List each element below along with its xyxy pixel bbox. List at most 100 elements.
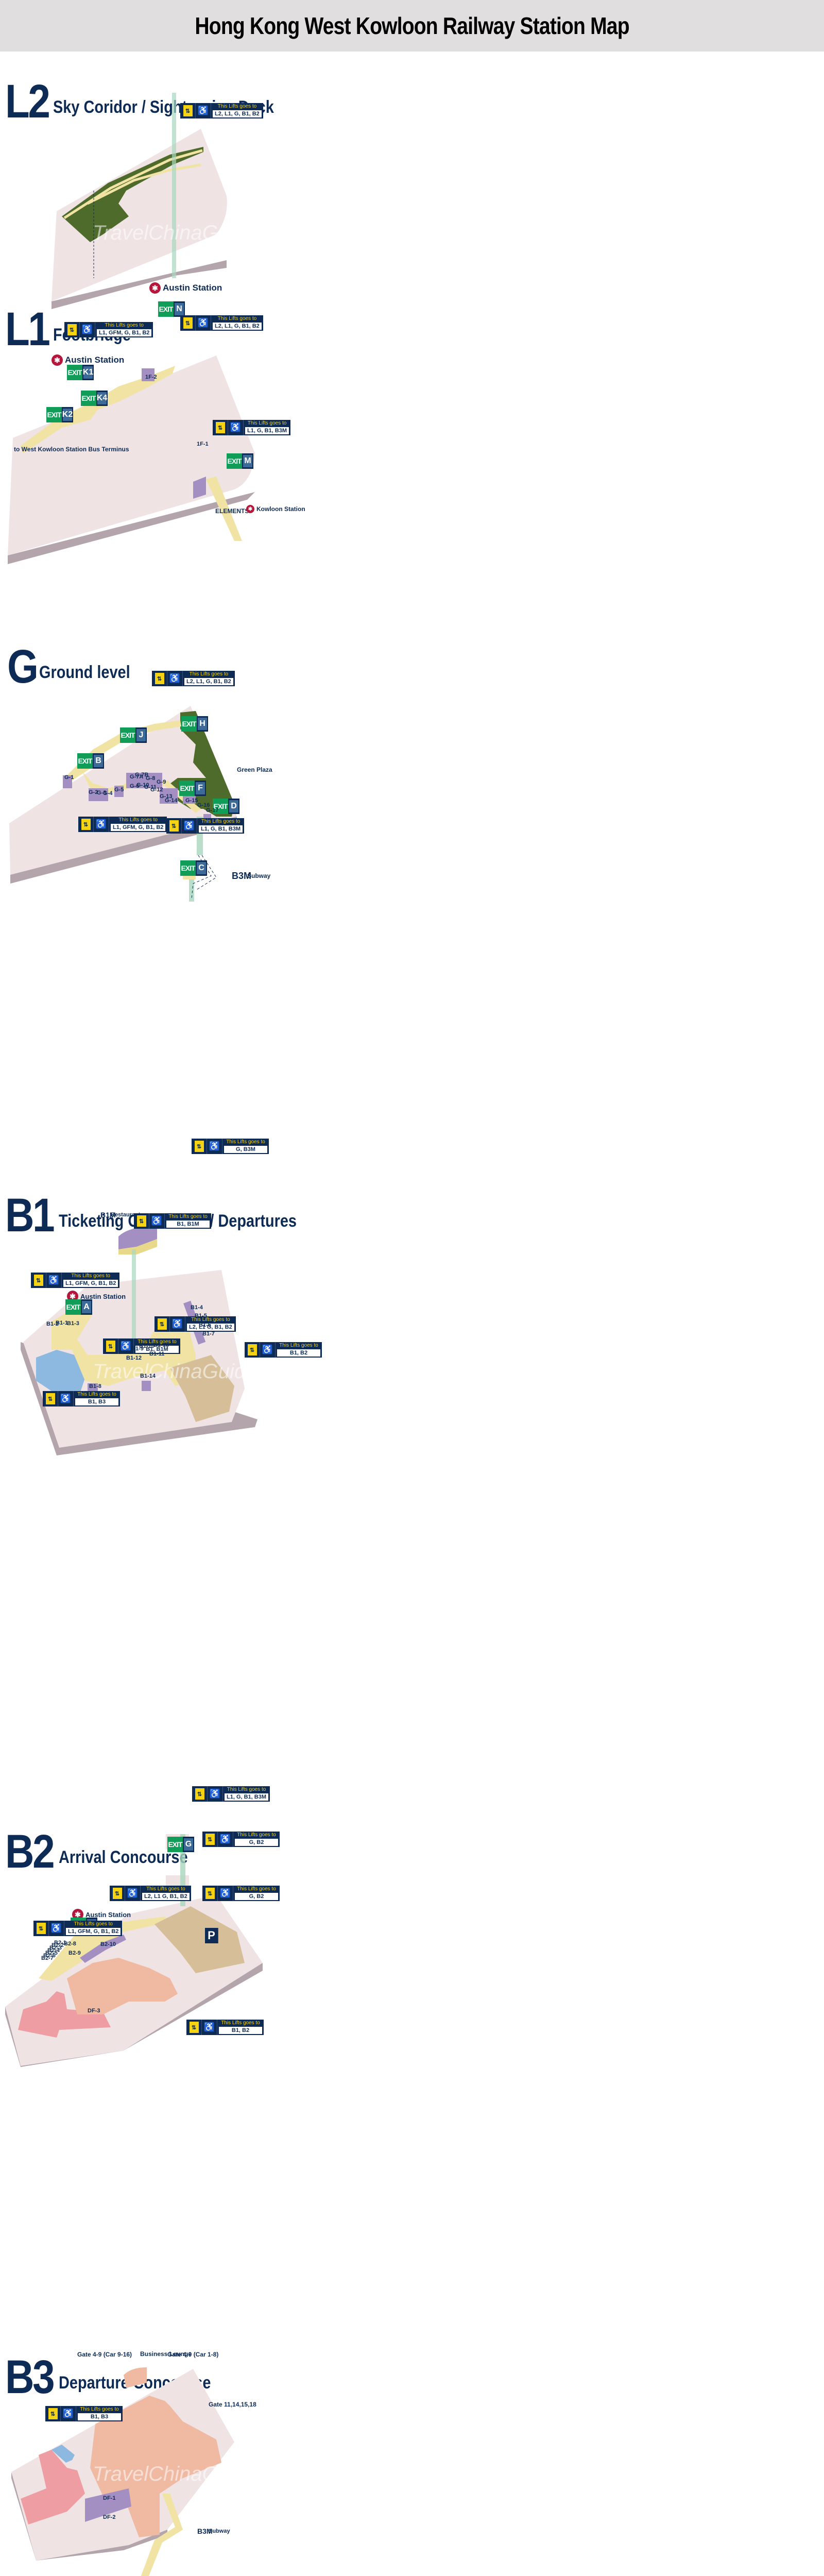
shop-b1-14 xyxy=(142,1381,151,1391)
wheelchair-icon: ♿ xyxy=(46,1273,62,1288)
g-floor-plan xyxy=(9,706,237,902)
lift-icon: ⇅ xyxy=(186,2020,202,2035)
l2-floor-plan xyxy=(52,93,227,309)
shop-label: B1-14 xyxy=(140,1373,156,1379)
lift-icon: ⇅ xyxy=(180,103,196,118)
shop-g-13-14 xyxy=(160,788,178,804)
wheelchair-icon: ♿ xyxy=(125,1886,141,1901)
shop-1f-1 xyxy=(193,477,206,499)
title-bar: Hong Kong West Kowloon Railway Station M… xyxy=(0,0,824,52)
shop-label: B1-8 xyxy=(89,1383,101,1389)
shop-label: B2-8 xyxy=(64,1941,76,1947)
mtr-logo-icon: ✱ xyxy=(246,505,254,513)
lift-icon: ⇅ xyxy=(154,1316,170,1332)
shop-label: G-11 xyxy=(144,784,157,790)
lift-icon: ⇅ xyxy=(245,1342,260,1358)
lift-icon: ⇅ xyxy=(202,1886,218,1901)
shop-label: B1-11 xyxy=(149,1351,165,1357)
bus-terminus-label: to West Kowloon Station Bus Terminus xyxy=(14,446,129,453)
lift-icon: ⇅ xyxy=(45,2406,61,2421)
wheelchair-icon: ♿ xyxy=(118,1338,134,1354)
shop-label: B1-7 xyxy=(202,1331,215,1337)
wheelchair-icon: ♿ xyxy=(228,420,244,435)
wheelchair-icon: ♿ xyxy=(49,1921,64,1936)
b3-cross-boundary xyxy=(21,2450,85,2524)
l1-slab xyxy=(8,355,255,555)
elements-label: ELEMENTS xyxy=(215,507,249,515)
shop-label: B2-9 xyxy=(68,1950,81,1956)
subway-code-label: B3M xyxy=(197,2527,213,2535)
shop-label: B2-4 xyxy=(47,1947,60,1954)
lift-icon: ⇅ xyxy=(192,1786,208,1802)
gate-label-right: Gate 11,14,15,18 xyxy=(209,2401,256,2408)
level-code: L1 xyxy=(5,303,50,355)
b1-car-park xyxy=(170,1355,234,1422)
shop-label: B1-5 xyxy=(195,1313,207,1319)
b3-mainland-port xyxy=(90,2396,221,2537)
shop-label: B2-3 xyxy=(49,1945,62,1951)
watermark: TravelChinaGuide.com xyxy=(93,222,302,244)
lift-icon: ⇅ xyxy=(213,420,228,435)
gate-label-mid: Gate 4-9 (Car 1-8) xyxy=(167,2351,219,2358)
wheelchair-icon: ♿ xyxy=(58,1391,74,1406)
subway-dashed xyxy=(191,855,212,900)
mtr-logo-icon: ✱ xyxy=(72,1909,83,1920)
shop-label: B2-2 xyxy=(52,1942,64,1948)
b2-cross-boundary xyxy=(18,1991,111,2038)
b2-unpaid xyxy=(39,1917,170,1981)
wheelchair-icon: ♿ xyxy=(202,2020,217,2035)
shop-label: G-17 xyxy=(206,807,219,814)
lift-sign: ⇅ ♿ This Lifts goes to L2, L1, G, B1, B2 xyxy=(180,103,263,118)
shop-1f-2 xyxy=(142,368,154,381)
shop-label: DF-1 xyxy=(103,2495,116,2501)
level-code: L2 xyxy=(5,75,50,128)
shop-label: G-7A xyxy=(130,774,144,780)
lift-icon: ⇅ xyxy=(43,1391,58,1406)
shop-label: G-15 xyxy=(185,798,198,804)
lift-icon: ⇅ xyxy=(64,322,80,337)
mtr-kowloon-station: ✱ Kowloon Station xyxy=(246,505,305,513)
lift-icon: ⇅ xyxy=(31,1273,46,1288)
b3-lounge xyxy=(124,2367,147,2388)
b1-paid-area xyxy=(36,1350,85,1394)
wheelchair-icon: ♿ xyxy=(196,315,211,331)
lift-destinations: This Lifts goes to L2, L1, G, B1, B2 xyxy=(211,103,263,118)
shop-g-15 xyxy=(183,793,196,804)
shop-g-5 xyxy=(114,786,124,797)
b3-floor-plan xyxy=(11,2367,234,2576)
shop-label: DF-2 xyxy=(103,2514,116,2520)
l1-floor-plan xyxy=(8,355,255,564)
lift-icon: ⇅ xyxy=(33,1921,49,1936)
mtr-logo-icon: ✱ xyxy=(67,1291,78,1302)
b1-floor-plan xyxy=(21,1226,258,1455)
lift-icon: ⇅ xyxy=(78,817,94,832)
l1-slab-side xyxy=(8,492,255,564)
wheelchair-icon: ♿ xyxy=(208,1786,223,1802)
lift-icon: ⇅ xyxy=(180,315,196,331)
lift-icon: ⇅ xyxy=(134,1213,149,1229)
shop-label: G-13 xyxy=(160,793,173,800)
wheelchair-icon: ♿ xyxy=(170,1316,185,1332)
l1-walkway xyxy=(21,366,175,453)
b1m-code-label: B1M xyxy=(100,1211,116,1219)
mtr-logo-icon: ✱ xyxy=(149,282,161,294)
shop-label: G-8 xyxy=(146,775,156,782)
level-code: B1 xyxy=(5,1189,55,1242)
lift-icon: ⇅ xyxy=(110,1886,125,1901)
shop-label: G-10 xyxy=(136,782,149,788)
b3m-subway-walkway xyxy=(141,2494,183,2576)
mtr-austin-station: ✱ Austin Station xyxy=(52,354,124,366)
